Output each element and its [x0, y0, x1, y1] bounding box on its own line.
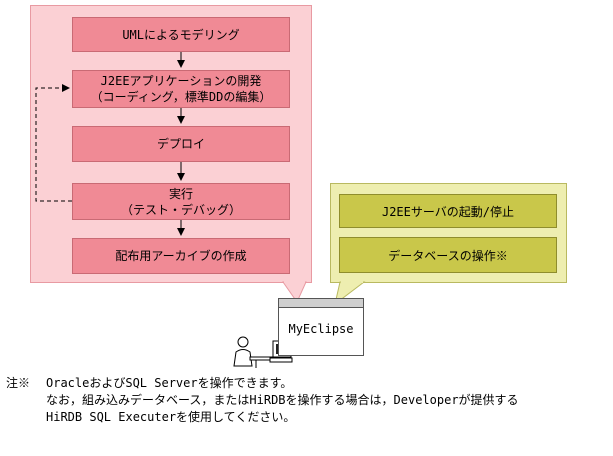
- server-start-stop: J2EEサーバの起動/停止: [339, 194, 557, 228]
- step-j2ee-development: J2EEアプリケーションの開発 （コーディング，標準DDの編集）: [72, 70, 290, 108]
- step-label: J2EEアプリケーションの開発: [100, 74, 262, 88]
- step-deploy: デプロイ: [72, 126, 290, 162]
- step-sublabel: （コーディング，標準DDの編集）: [90, 90, 272, 104]
- feedback-loop-arrow: [35, 84, 72, 202]
- step-label: 配布用アーカイブの作成: [115, 249, 247, 263]
- myeclipse-window: MyEclipse: [278, 298, 364, 356]
- step-label: UMLによるモデリング: [122, 27, 240, 42]
- note-mark: 注※: [6, 376, 31, 390]
- step-uml-modeling: UMLによるモデリング: [72, 17, 290, 52]
- step-label: デプロイ: [156, 137, 205, 151]
- note-line: HiRDB SQL Executerを使用してください。: [46, 410, 296, 424]
- step-sublabel: （テスト・デバッグ）: [120, 202, 241, 217]
- database-operation: データベースの操作※: [339, 237, 557, 273]
- step-label: 実行: [168, 186, 193, 201]
- note-line: なお，組み込みデータベース，またはHiRDBを操作する場合は，Developer…: [46, 393, 519, 407]
- server-op-label: J2EEサーバの起動/停止: [381, 204, 514, 219]
- step-run: 実行 （テスト・デバッグ）: [72, 183, 290, 220]
- note-text: OracleおよびSQL Serverを操作できます。 なお，組み込みデータベー…: [46, 375, 519, 426]
- server-op-label: データベースの操作※: [388, 248, 508, 263]
- window-title-bar: [279, 299, 363, 308]
- myeclipse-label: MyEclipse: [288, 322, 354, 336]
- note-line: OracleおよびSQL Serverを操作できます。: [46, 376, 293, 390]
- step-create-archive: 配布用アーカイブの作成: [72, 238, 290, 274]
